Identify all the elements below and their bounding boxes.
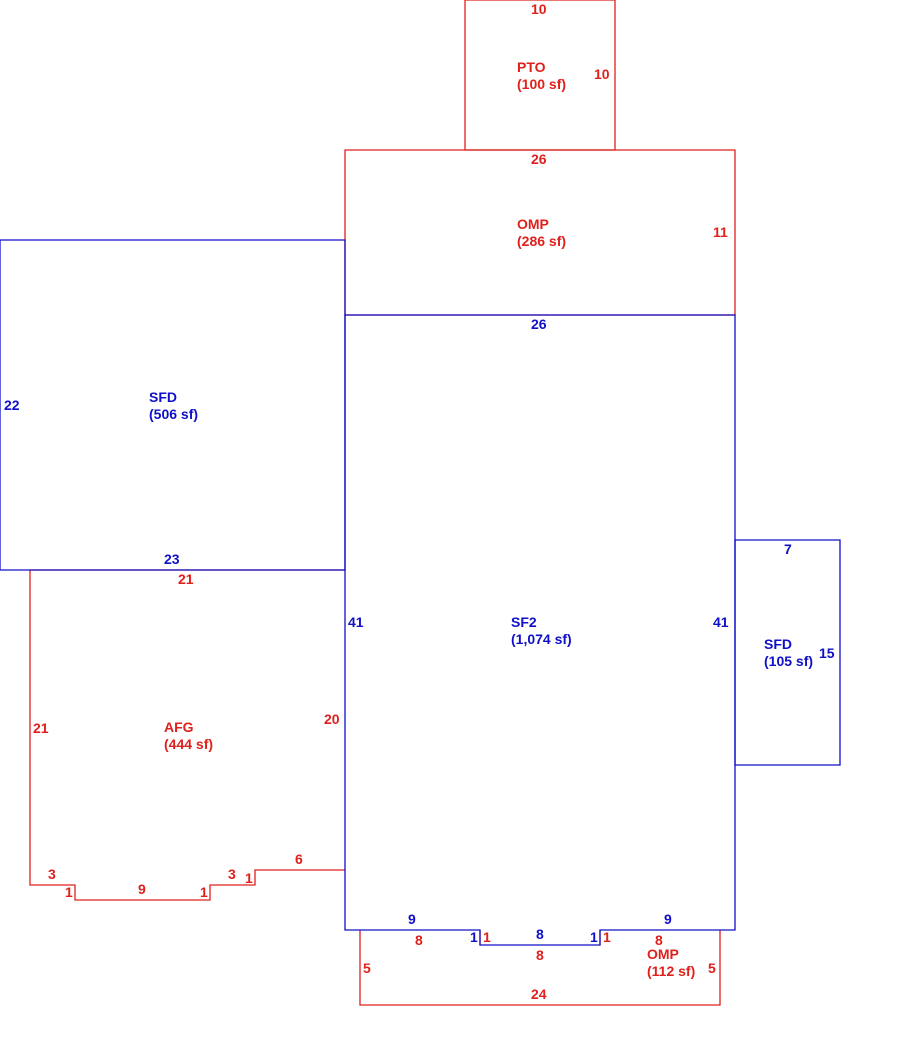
omp-bottom-area-label: (112 sf) xyxy=(647,963,695,979)
dim-omp-bottom-8a: 8 xyxy=(415,932,423,948)
dim-afg-seg-3b: 3 xyxy=(228,866,236,882)
pto-outline xyxy=(464,0,616,151)
sfd-left-code-label: SFD xyxy=(149,389,177,405)
dim-sf2-notch-8: 8 xyxy=(536,926,544,942)
dim-omp-bottom-8b: 8 xyxy=(536,947,544,963)
dim-afg-seg-3a: 3 xyxy=(48,866,56,882)
dim-omp-bottom-bottom: 24 xyxy=(531,986,547,1002)
omp-top-code-label: OMP xyxy=(517,216,549,232)
dim-omp-bottom-8c: 8 xyxy=(655,932,663,948)
sfd-left-area-label: (506 sf) xyxy=(149,406,198,422)
dim-sf2-notch-1b: 1 xyxy=(590,929,598,945)
pto-code-label: PTO xyxy=(517,59,546,75)
sf2-code-label: SF2 xyxy=(511,614,537,630)
afg-code-label: AFG xyxy=(164,719,194,735)
dim-afg-seg-6: 6 xyxy=(295,851,303,867)
dim-afg-right: 20 xyxy=(324,711,340,727)
dim-afg-left: 21 xyxy=(33,720,49,736)
dim-afg-seg-1a: 1 xyxy=(65,884,73,900)
dim-sfd-left-side: 22 xyxy=(4,397,20,413)
pto-area-label: (100 sf) xyxy=(517,76,566,92)
dim-omp-bottom-left: 5 xyxy=(363,960,371,976)
dim-sfd-left-bottom: 23 xyxy=(164,551,180,567)
dim-sf2-right: 41 xyxy=(713,614,729,630)
dim-afg-top: 21 xyxy=(178,571,194,587)
dim-afg-seg-9: 9 xyxy=(138,881,146,897)
dim-omp-bottom-right: 5 xyxy=(708,960,716,976)
sfd-left-outline xyxy=(0,239,346,571)
dim-sfd-right-side: 15 xyxy=(819,645,835,661)
dim-sf2-bottom-left: 9 xyxy=(408,911,416,927)
dim-omp-bottom-1b: 1 xyxy=(603,929,611,945)
sfd-right-code-label: SFD xyxy=(764,636,792,652)
omp-bottom-code-label: OMP xyxy=(647,946,679,962)
dim-omp-top-right: 11 xyxy=(713,224,728,240)
dim-omp-bottom-1a: 1 xyxy=(483,929,491,945)
dim-sf2-left: 41 xyxy=(348,614,364,630)
dim-afg-seg-1c: 1 xyxy=(245,870,253,886)
omp-top-area-label: (286 sf) xyxy=(517,233,566,249)
sf2-area-label: (1,074 sf) xyxy=(511,631,572,647)
omp-bottom-outline xyxy=(359,930,721,1006)
dim-pto-top: 10 xyxy=(531,1,547,17)
sf2-outline xyxy=(344,314,736,946)
dim-sfd-right-top: 7 xyxy=(784,541,792,557)
sfd-right-outline xyxy=(734,539,841,766)
sfd-right-area-label: (105 sf) xyxy=(764,653,813,669)
dim-sf2-notch-1a: 1 xyxy=(470,929,478,945)
dim-omp-top-top: 26 xyxy=(531,151,547,167)
dim-sf2-top: 26 xyxy=(531,316,547,332)
afg-outline xyxy=(29,569,345,901)
dim-pto-right: 10 xyxy=(594,66,610,82)
afg-area-label: (444 sf) xyxy=(164,736,213,752)
dim-afg-seg-1b: 1 xyxy=(200,884,208,900)
dim-sf2-bottom-right: 9 xyxy=(664,911,672,927)
